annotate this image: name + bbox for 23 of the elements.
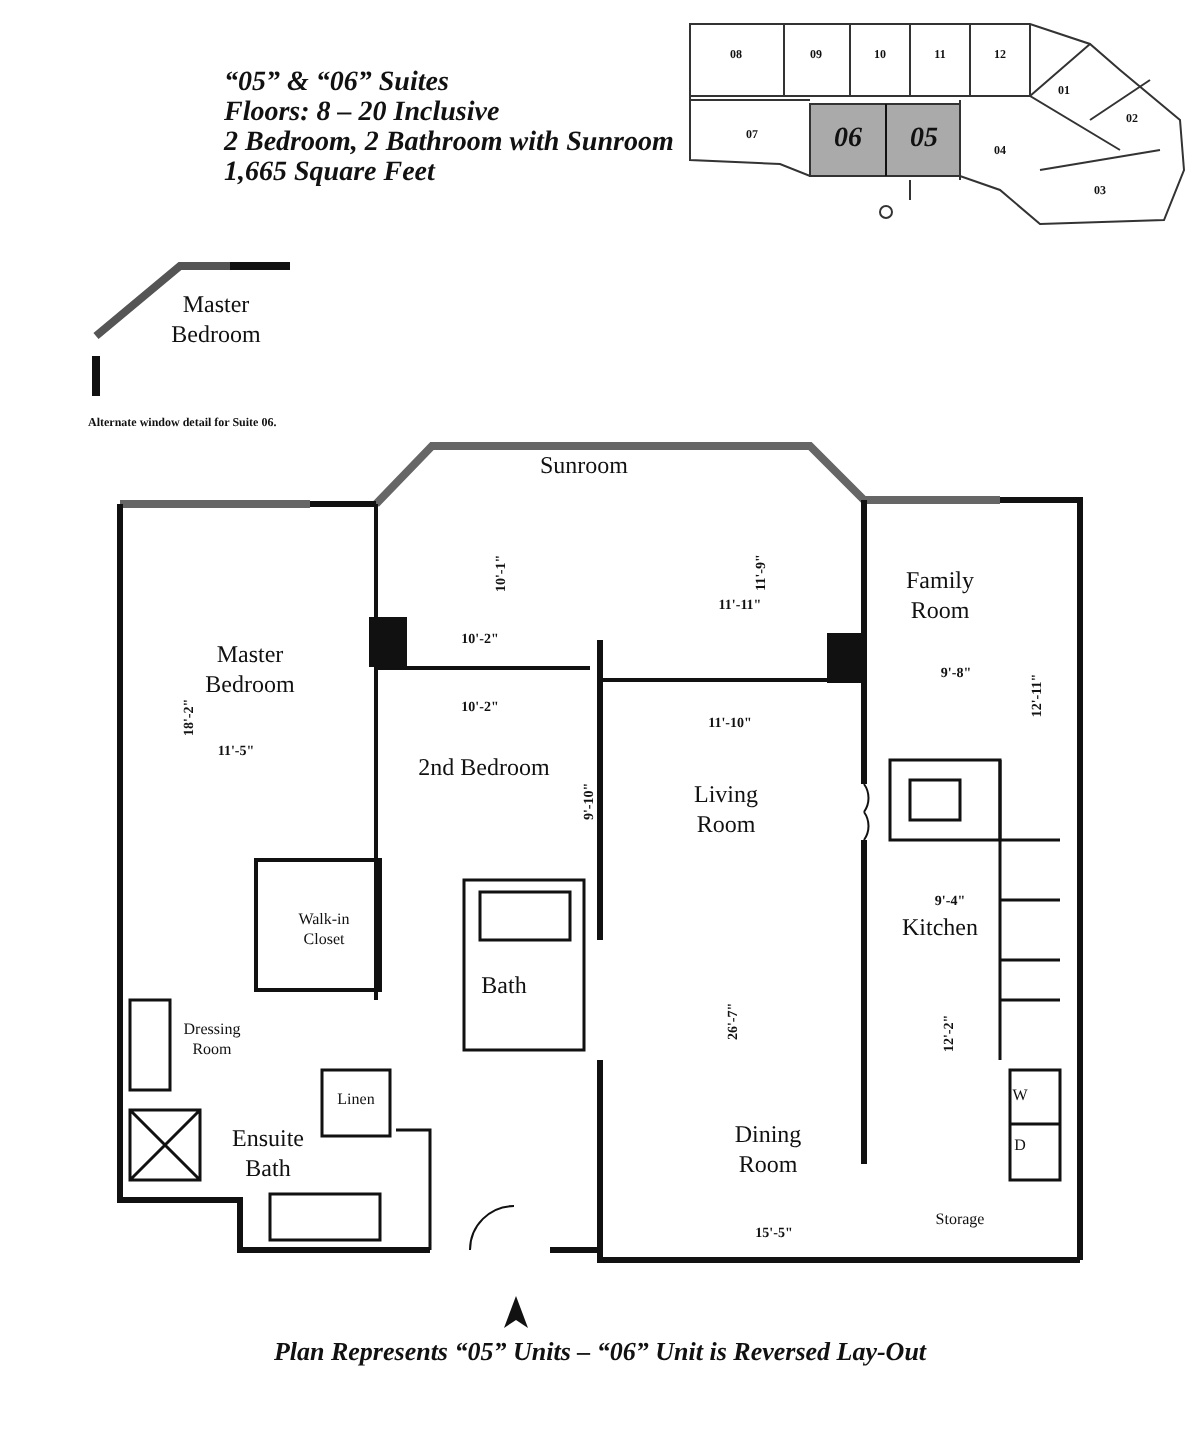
suite-info-text: “05” & “06” Suites	[224, 70, 449, 98]
caption: Plan Represents “05” Units – “06” Unit is Reversed Lay-Out	[271, 1334, 929, 1370]
room-name: Sunroom	[540, 451, 628, 481]
room-name: Living Room	[692, 780, 760, 840]
room-name: Linen	[337, 1090, 375, 1110]
room-name: Dressing Room	[181, 1020, 243, 1060]
room-name: Master Bedroom	[169, 290, 263, 350]
room-name: Ensuite Bath	[230, 1124, 306, 1184]
suite-info-text: 2 Bedroom, 2 Bathroom with Sunroom	[224, 130, 674, 158]
room-name: Walk-in Closet	[296, 910, 352, 950]
room-name: Dining Room	[732, 1120, 804, 1180]
room-name: W	[1012, 1086, 1028, 1106]
room-name: Storage	[935, 1210, 985, 1230]
room-name: Master Bedroom	[203, 640, 297, 700]
suite-info-text: Floors: 8 – 20 Inclusive	[224, 100, 500, 128]
room-name: D	[1014, 1136, 1026, 1156]
unit-number: 05	[910, 126, 938, 154]
room-name: Kitchen	[902, 913, 978, 943]
room-name: Bath	[481, 971, 527, 1001]
unit-number: 06	[834, 126, 862, 154]
suite-info-text: 1,665 Square Feet	[224, 160, 435, 188]
room-name: Family Room	[903, 566, 976, 626]
room-name: 2nd Bedroom	[418, 753, 550, 783]
